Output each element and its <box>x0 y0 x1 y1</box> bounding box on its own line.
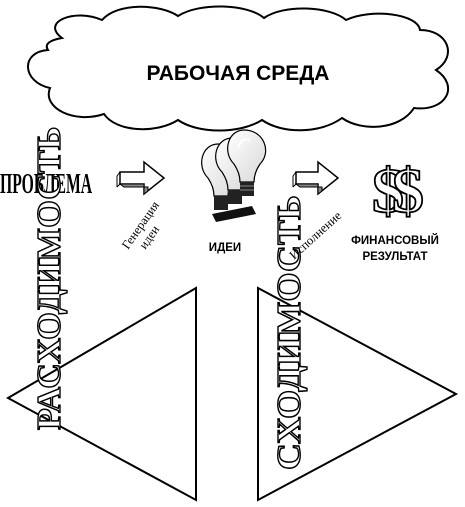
convergence-triangle: СХОДИМОСТЬ <box>257 195 459 502</box>
problem-label: ПРОБЛЕМА <box>0 168 93 199</box>
cloud-title: РАБОЧАЯ СРЕДА <box>147 62 330 85</box>
convergence-word: СХОДИМОСТЬ <box>270 195 308 470</box>
result-label-line2: РЕЗУЛЬТАТ <box>362 251 427 263</box>
ideas-label: ИДЕИ <box>209 242 241 254</box>
divergence-triangle: РАСХОДИМОСТЬ <box>5 126 197 502</box>
divergence-word: РАСХОДИМОСТЬ <box>30 127 68 430</box>
dollar-sign-icon: $ $ <box>371 154 425 227</box>
block-arrow-icon <box>116 160 166 196</box>
svg-text:$: $ <box>392 155 424 226</box>
block-arrow-icon <box>292 160 340 196</box>
result-label-line1: ФИНАНСОВЫЙ <box>351 234 439 247</box>
cloud-shape: РАБОЧАЯ СРЕДА <box>27 5 449 132</box>
lightbulb-icon <box>201 129 267 222</box>
svg-text:$: $ <box>372 155 404 226</box>
